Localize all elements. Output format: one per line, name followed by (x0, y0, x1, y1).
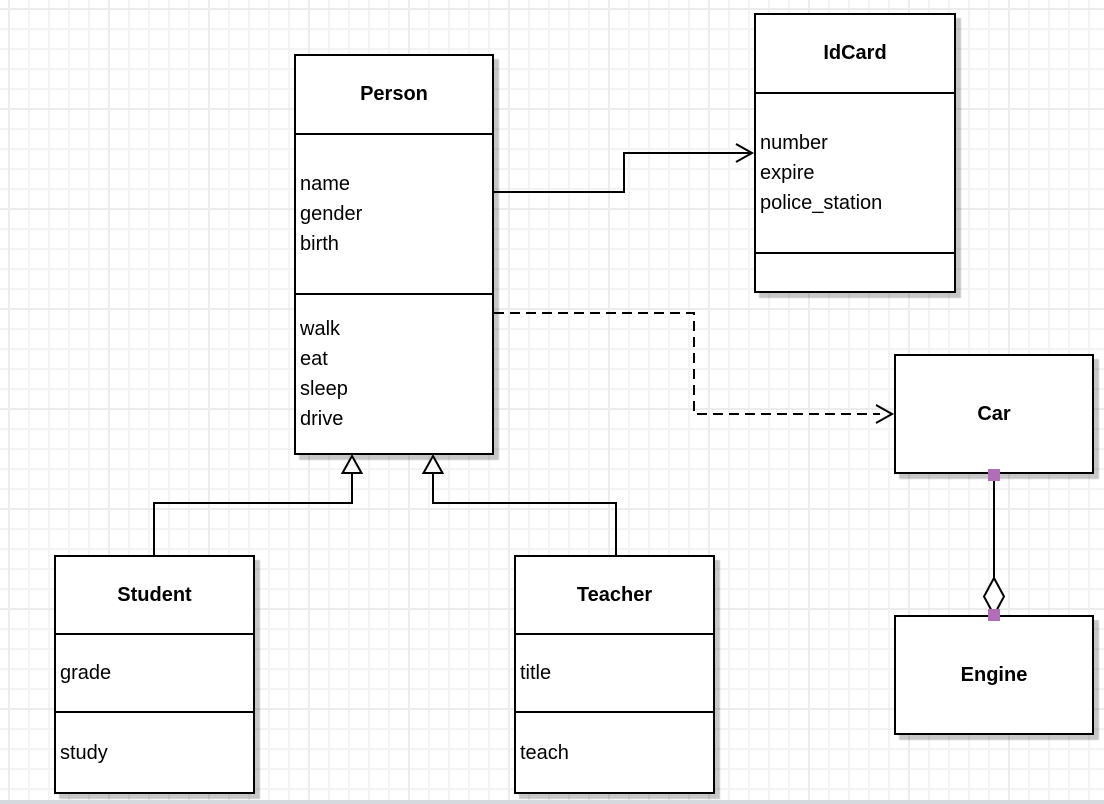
attributes-section: number expire police_station (756, 92, 954, 252)
generalization-line (153, 473, 353, 555)
class-car[interactable]: Car (894, 354, 1094, 474)
attribute: birth (300, 233, 339, 255)
connection-endpoint-handle[interactable] (988, 469, 1000, 481)
attribute: name (300, 173, 351, 195)
method: study (60, 741, 108, 764)
generalization-teacher-person[interactable] (421, 453, 617, 555)
method: teach (520, 741, 569, 764)
class-title: Car (977, 402, 1011, 425)
methods-section: walk eat sleep drive (296, 293, 492, 453)
methods-section: study (56, 711, 253, 792)
hollow-triangle-icon (340, 453, 364, 474)
method: drive (300, 408, 344, 430)
canvas-bottom-edge (0, 800, 1104, 804)
class-title: Teacher (576, 583, 653, 606)
association-person-idcard[interactable] (494, 143, 755, 193)
attributes-section: grade (56, 633, 253, 711)
generalization-student-person[interactable] (153, 453, 364, 555)
class-person[interactable]: Person name gender birth walk eat sleep … (294, 54, 494, 455)
method: eat (300, 348, 328, 370)
connection-endpoint-handle[interactable] (988, 609, 1000, 621)
class-student[interactable]: Student grade study (54, 555, 255, 794)
attribute: expire (760, 162, 815, 184)
attribute: police_station (760, 192, 883, 214)
methods-section-empty (756, 252, 954, 291)
class-engine[interactable]: Engine (894, 615, 1094, 735)
class-title: Person (360, 83, 428, 105)
dependency-person-car[interactable] (494, 312, 895, 424)
methods-section: teach (516, 711, 713, 792)
generalization-line (432, 473, 617, 555)
attribute: title (520, 662, 552, 684)
open-arrowhead-icon (875, 404, 895, 424)
method: sleep (300, 378, 348, 400)
class-title: Engine (960, 663, 1028, 686)
class-title: IdCard (823, 42, 887, 64)
attribute: grade (60, 662, 112, 684)
attributes-section: name gender birth (296, 133, 492, 293)
class-idcard[interactable]: IdCard number expire police_station (754, 13, 956, 293)
association-line (494, 152, 750, 193)
dependency-line (494, 312, 880, 415)
class-teacher[interactable]: Teacher title teach (514, 555, 715, 794)
attribute: number (760, 132, 828, 154)
attribute: gender (300, 203, 363, 225)
class-title: Student (117, 583, 192, 606)
attributes-section: title (516, 633, 713, 711)
aggregation-car-engine[interactable] (982, 469, 1006, 621)
open-arrowhead-icon (735, 143, 755, 163)
method: walk (300, 318, 341, 340)
hollow-triangle-icon (421, 453, 445, 474)
